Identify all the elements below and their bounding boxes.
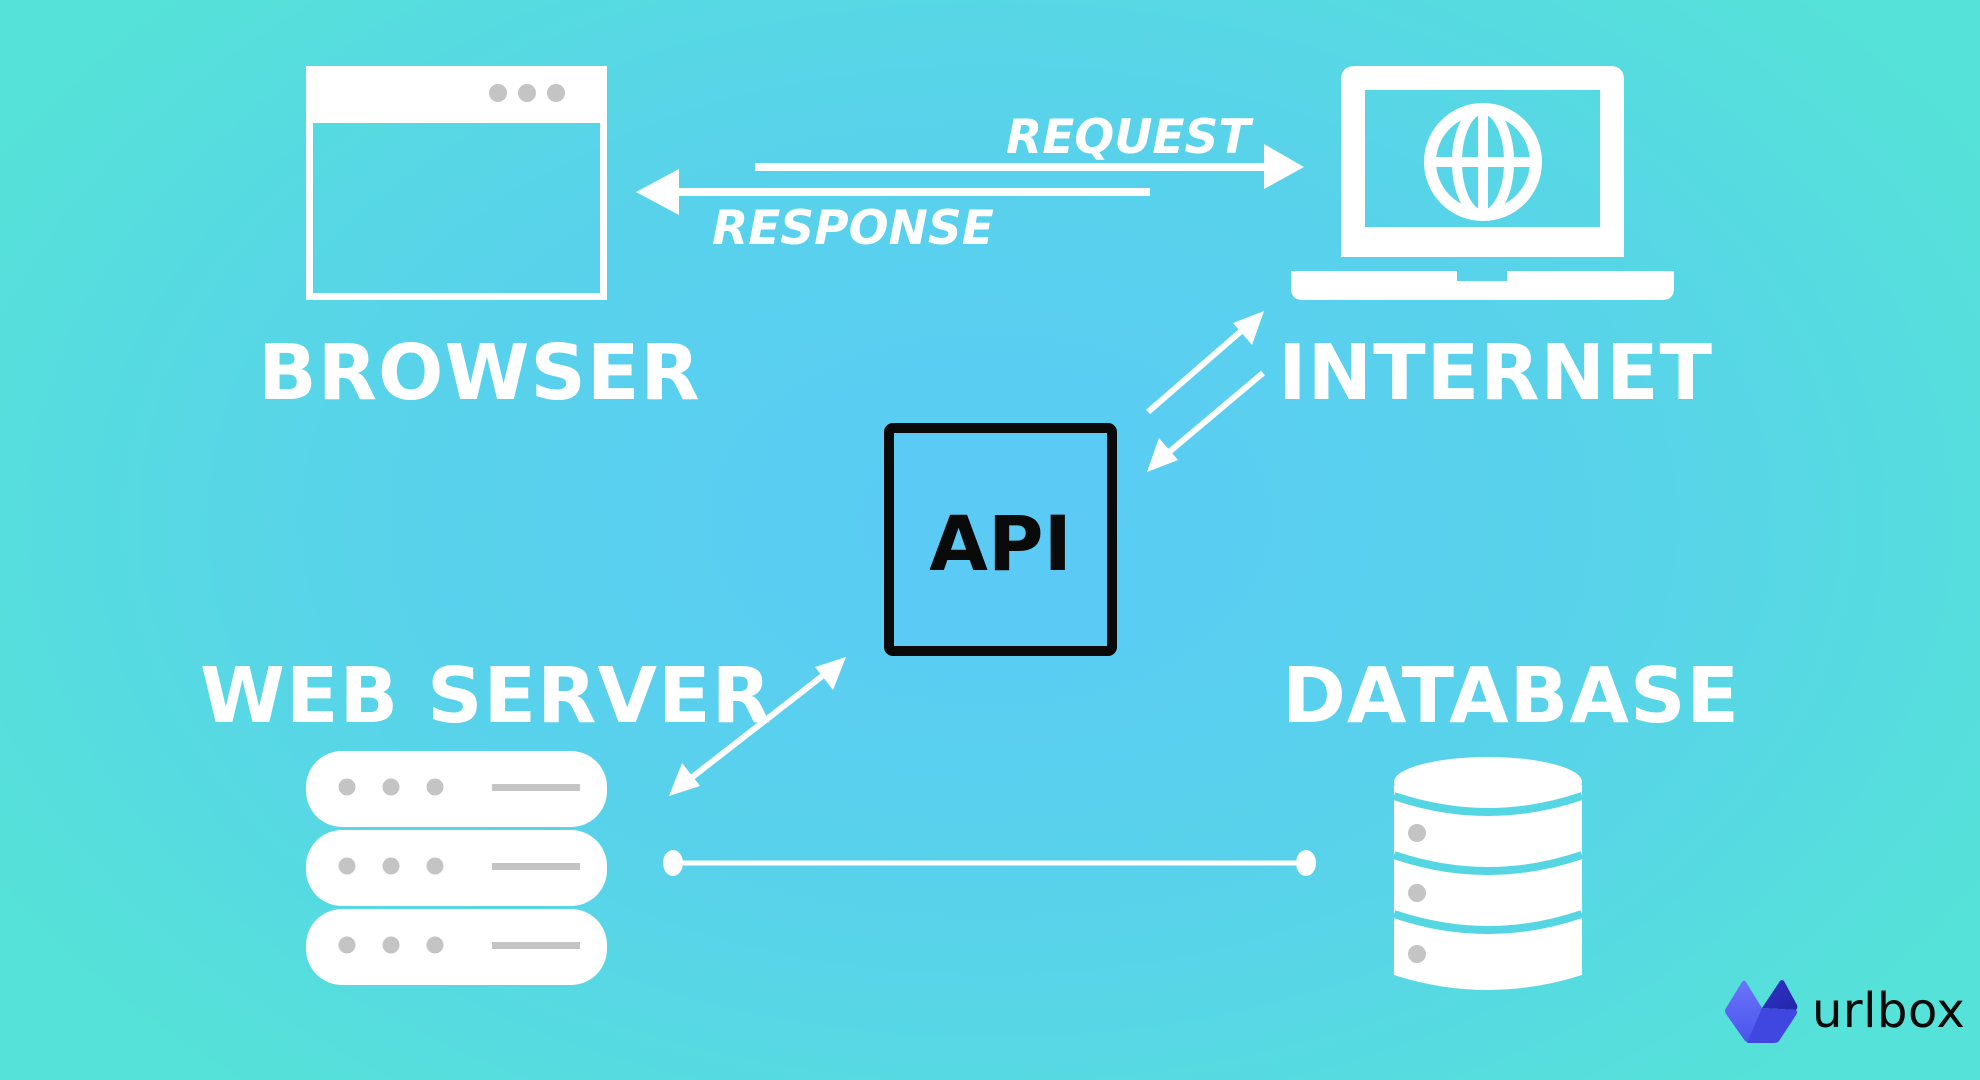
web-server-label: WEB SERVER — [200, 652, 772, 741]
server-led-icon — [426, 857, 444, 875]
brand-logo: urlbox — [1722, 978, 1965, 1044]
webserver-database-connector — [663, 850, 1316, 876]
server-led-icon — [338, 857, 356, 875]
server-unit — [306, 909, 607, 985]
browser-dot-icon — [518, 84, 536, 102]
webserver-api-bidirectional-arrow — [669, 657, 846, 796]
globe-icon — [1424, 103, 1542, 221]
browser-dot-icon — [547, 84, 565, 102]
server-slot-icon — [492, 863, 580, 870]
api-node: API — [884, 423, 1117, 656]
laptop-globe-icon — [1291, 66, 1674, 300]
api-to-internet-arrow — [1146, 311, 1264, 415]
response-arrow — [636, 169, 1150, 215]
server-led-icon — [426, 936, 444, 954]
server-led-icon — [338, 778, 356, 796]
browser-dot-icon — [489, 84, 507, 102]
internet-label: INTERNET — [1278, 329, 1714, 418]
server-led-icon — [382, 936, 400, 954]
request-label: REQUEST — [1006, 110, 1251, 165]
internet-to-api-arrow — [1147, 370, 1265, 472]
database-label: DATABASE — [1282, 652, 1741, 741]
request-arrow — [755, 144, 1304, 189]
server-led-icon — [338, 936, 356, 954]
server-rack-icon — [306, 751, 607, 985]
database-cylinder-icon — [1392, 757, 1584, 990]
response-label: RESPONSE — [712, 201, 994, 256]
database-led-icon — [1408, 824, 1426, 842]
urlbox-logo-icon — [1725, 980, 1798, 1043]
server-slot-icon — [492, 942, 580, 949]
database-led-icon — [1408, 945, 1426, 963]
server-led-icon — [426, 778, 444, 796]
brand-name: urlbox — [1812, 983, 1966, 1039]
browser-label: BROWSER — [258, 329, 701, 418]
server-unit — [306, 751, 607, 827]
server-slot-icon — [492, 784, 580, 791]
server-unit — [306, 830, 607, 906]
database-led-icon — [1408, 884, 1426, 902]
server-led-icon — [382, 778, 400, 796]
browser-window-icon — [306, 66, 607, 300]
api-label: API — [929, 498, 1072, 588]
server-led-icon — [382, 857, 400, 875]
